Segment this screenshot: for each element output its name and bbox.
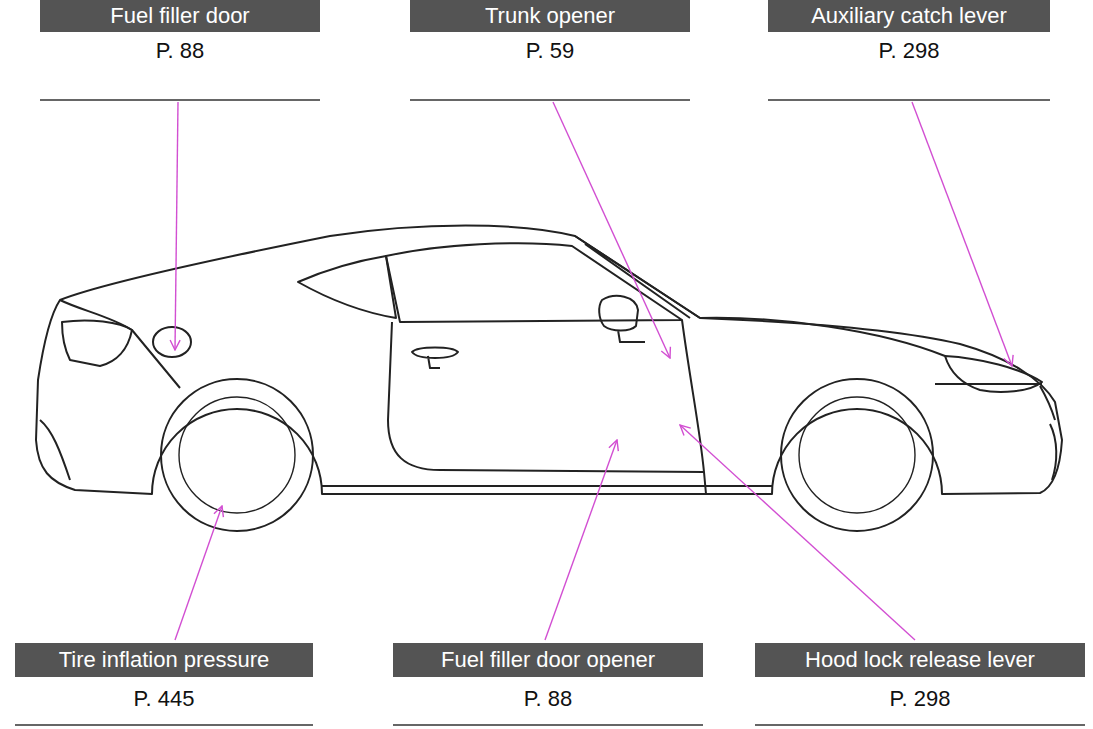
rear-panel-lines	[40, 300, 180, 480]
rear-tire	[161, 379, 313, 531]
leader-line	[553, 102, 670, 358]
rear-quarter-window	[298, 256, 396, 318]
callout-label: Tire inflation pressure	[15, 643, 313, 677]
side-mirror	[599, 296, 645, 342]
leader-line	[545, 440, 617, 640]
leader-line	[912, 102, 1012, 366]
rear-wheel	[179, 397, 295, 513]
fuel-filler-door	[153, 327, 191, 357]
rocker-panel	[322, 485, 772, 487]
underlines	[15, 100, 1085, 725]
callout-label: Fuel filler door	[40, 0, 320, 32]
front-tire	[781, 379, 933, 531]
tail-light	[62, 320, 132, 366]
page-reference: P. 88	[393, 686, 703, 712]
page-reference: P. 445	[15, 686, 313, 712]
callout: Fuel filler door P. 88	[40, 0, 320, 64]
car-illustration	[36, 226, 1062, 532]
leader-line	[175, 102, 178, 350]
callout: Auxiliary catch lever P. 298	[768, 0, 1050, 64]
underline	[15, 724, 313, 726]
front-wheel	[799, 397, 915, 513]
underline	[393, 724, 703, 726]
leader-line	[175, 506, 222, 640]
leader-lines	[175, 102, 1012, 640]
callout-label: Trunk opener	[410, 0, 690, 32]
callout: Hood lock release lever P. 298	[755, 643, 1085, 712]
page-reference: P. 298	[755, 686, 1085, 712]
callout: Trunk opener P. 59	[410, 0, 690, 64]
door-handle	[412, 348, 458, 369]
callout-label: Hood lock release lever	[755, 643, 1085, 677]
callout: Tire inflation pressure P. 445	[15, 643, 313, 712]
underline	[768, 99, 1050, 101]
callout-label: Auxiliary catch lever	[768, 0, 1050, 32]
callout: Fuel filler door opener P. 88	[393, 643, 703, 712]
underline	[755, 724, 1085, 726]
underline	[40, 99, 320, 101]
page-reference: P. 298	[768, 38, 1050, 64]
door-outline	[388, 320, 706, 494]
page-reference: P. 59	[410, 38, 690, 64]
front-bumper	[1040, 386, 1056, 480]
car-body	[36, 226, 1062, 495]
underline	[410, 99, 690, 101]
callout-label: Fuel filler door opener	[393, 643, 703, 677]
headlight	[945, 356, 1042, 392]
hood-line	[700, 318, 1042, 384]
page-reference: P. 88	[40, 38, 320, 64]
leader-line	[680, 425, 915, 640]
